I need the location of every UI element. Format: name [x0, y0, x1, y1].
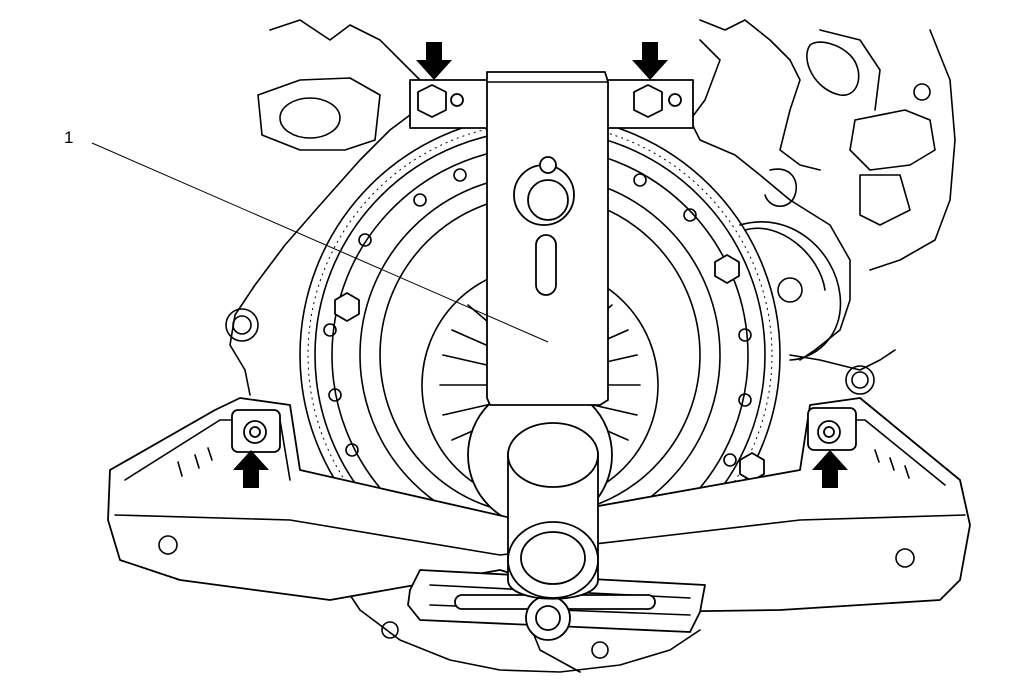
- arrow-top-left: [416, 42, 452, 80]
- callout-label-1: 1: [64, 128, 74, 147]
- holding-tool-slide-plate: [407, 569, 706, 641]
- holding-tool-arm: [486, 71, 609, 406]
- engine-housing: [225, 19, 956, 673]
- holding-tool-upper-bracket: [409, 79, 694, 129]
- arrow-top-right: [632, 42, 668, 80]
- callout-leader-line: [91, 142, 549, 343]
- holding-tool-shaft: [507, 422, 599, 600]
- arrow-bottom-left: [233, 450, 269, 488]
- holding-tool-crossbar: [107, 397, 971, 613]
- crossbar-bolts: [231, 407, 857, 453]
- arrow-bottom-right: [812, 450, 848, 488]
